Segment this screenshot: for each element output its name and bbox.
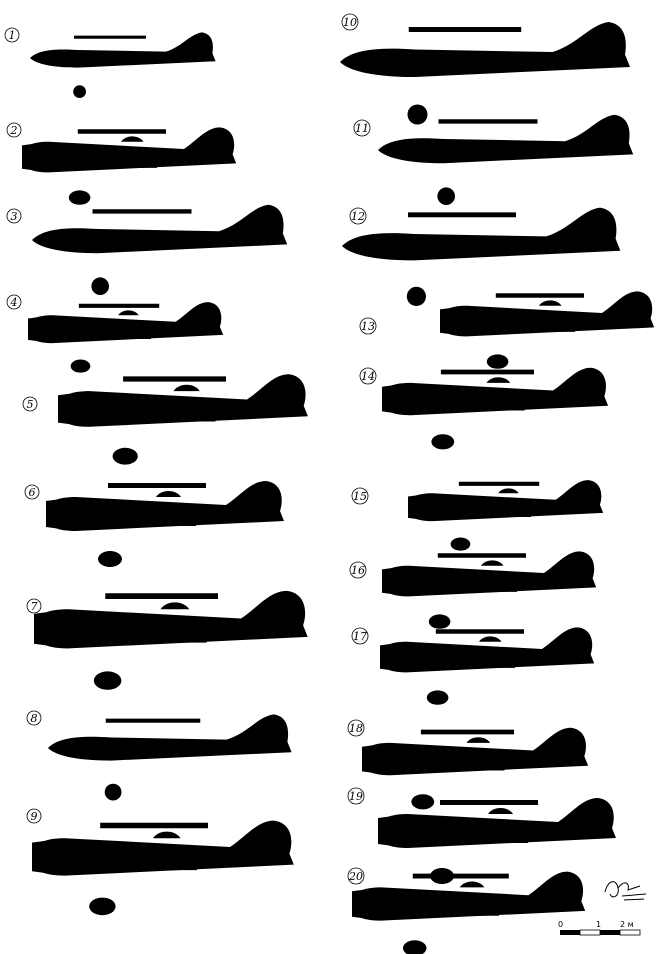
aircraft-profile-18 — [350, 727, 589, 810]
scale-tick-0: 0 — [558, 920, 563, 929]
aircraft-profile-6 — [34, 481, 284, 567]
label-8: 8 — [26, 710, 42, 726]
svg-text:9: 9 — [31, 810, 38, 823]
label-12: 12 — [349, 207, 367, 225]
label-5: 5 — [22, 396, 38, 412]
aircraft-profile-5 — [45, 374, 308, 465]
scale-bar: 0 1 2 м — [558, 920, 641, 936]
aircraft-profile-9 — [18, 820, 294, 916]
aircraft-profile-17 — [369, 627, 595, 705]
svg-text:7: 7 — [31, 600, 38, 613]
svg-text:16: 16 — [351, 564, 365, 577]
aircraft-profile-7 — [20, 590, 308, 690]
label-3: 3 — [6, 208, 22, 224]
scale-tick-1: 1 — [596, 920, 601, 929]
aircraft-profile-3 — [18, 204, 288, 295]
scale-tick-2: 2 м — [620, 920, 634, 929]
svg-text:2: 2 — [10, 124, 18, 137]
label-14: 14 — [359, 367, 377, 385]
svg-text:3: 3 — [11, 210, 18, 223]
aircraft-profile-2 — [11, 127, 237, 205]
svg-text:13: 13 — [361, 320, 375, 333]
label-7: 7 — [26, 598, 42, 614]
label-19: 19 — [347, 787, 365, 805]
svg-text:8: 8 — [31, 712, 38, 725]
label-16: 16 — [349, 561, 367, 579]
svg-text:1: 1 — [9, 29, 16, 42]
signature-mark — [604, 881, 647, 901]
aircraft-profile-16 — [371, 551, 597, 629]
label-10: 10 — [341, 13, 359, 31]
profile-labels: 1 2 3 4 5 6 7 8 9 10 11 12 13 14 15 16 1… — [4, 13, 377, 885]
svg-text:10: 10 — [343, 16, 357, 29]
svg-text:11: 11 — [355, 122, 369, 135]
svg-text:12: 12 — [351, 210, 365, 223]
aircraft-profile-11 — [364, 114, 634, 205]
label-11: 11 — [353, 119, 371, 137]
aircraft-profile-14 — [370, 367, 609, 450]
label-2: 2 — [6, 122, 22, 138]
aircraft-profile-19 — [366, 798, 616, 884]
svg-text:14: 14 — [361, 370, 375, 383]
label-9: 9 — [26, 808, 42, 824]
svg-text:17: 17 — [353, 630, 367, 643]
svg-text:19: 19 — [349, 790, 363, 803]
svg-text:20: 20 — [348, 870, 363, 883]
label-1: 1 — [4, 27, 20, 43]
aircraft-profile-1 — [20, 32, 216, 98]
aircraft-profile-4 — [18, 302, 224, 373]
label-13: 13 — [359, 317, 377, 335]
label-15: 15 — [351, 487, 369, 505]
aircraft-profile-8 — [35, 714, 292, 801]
aircraft-profile-13 — [429, 291, 655, 369]
svg-text:18: 18 — [349, 722, 363, 735]
label-6: 6 — [24, 484, 40, 500]
svg-text:15: 15 — [353, 490, 367, 503]
aircraft-profile-10 — [325, 22, 630, 125]
aircraft-profile-20 — [340, 871, 586, 954]
svg-text:4: 4 — [10, 296, 18, 309]
svg-text:6: 6 — [29, 486, 36, 499]
aircraft-profile-15 — [398, 480, 604, 551]
aircraft-profile-12 — [327, 207, 621, 306]
label-17: 17 — [351, 627, 369, 645]
label-20: 20 — [347, 867, 365, 885]
label-4: 4 — [6, 294, 22, 310]
svg-text:5: 5 — [27, 398, 34, 411]
label-18: 18 — [347, 719, 365, 737]
